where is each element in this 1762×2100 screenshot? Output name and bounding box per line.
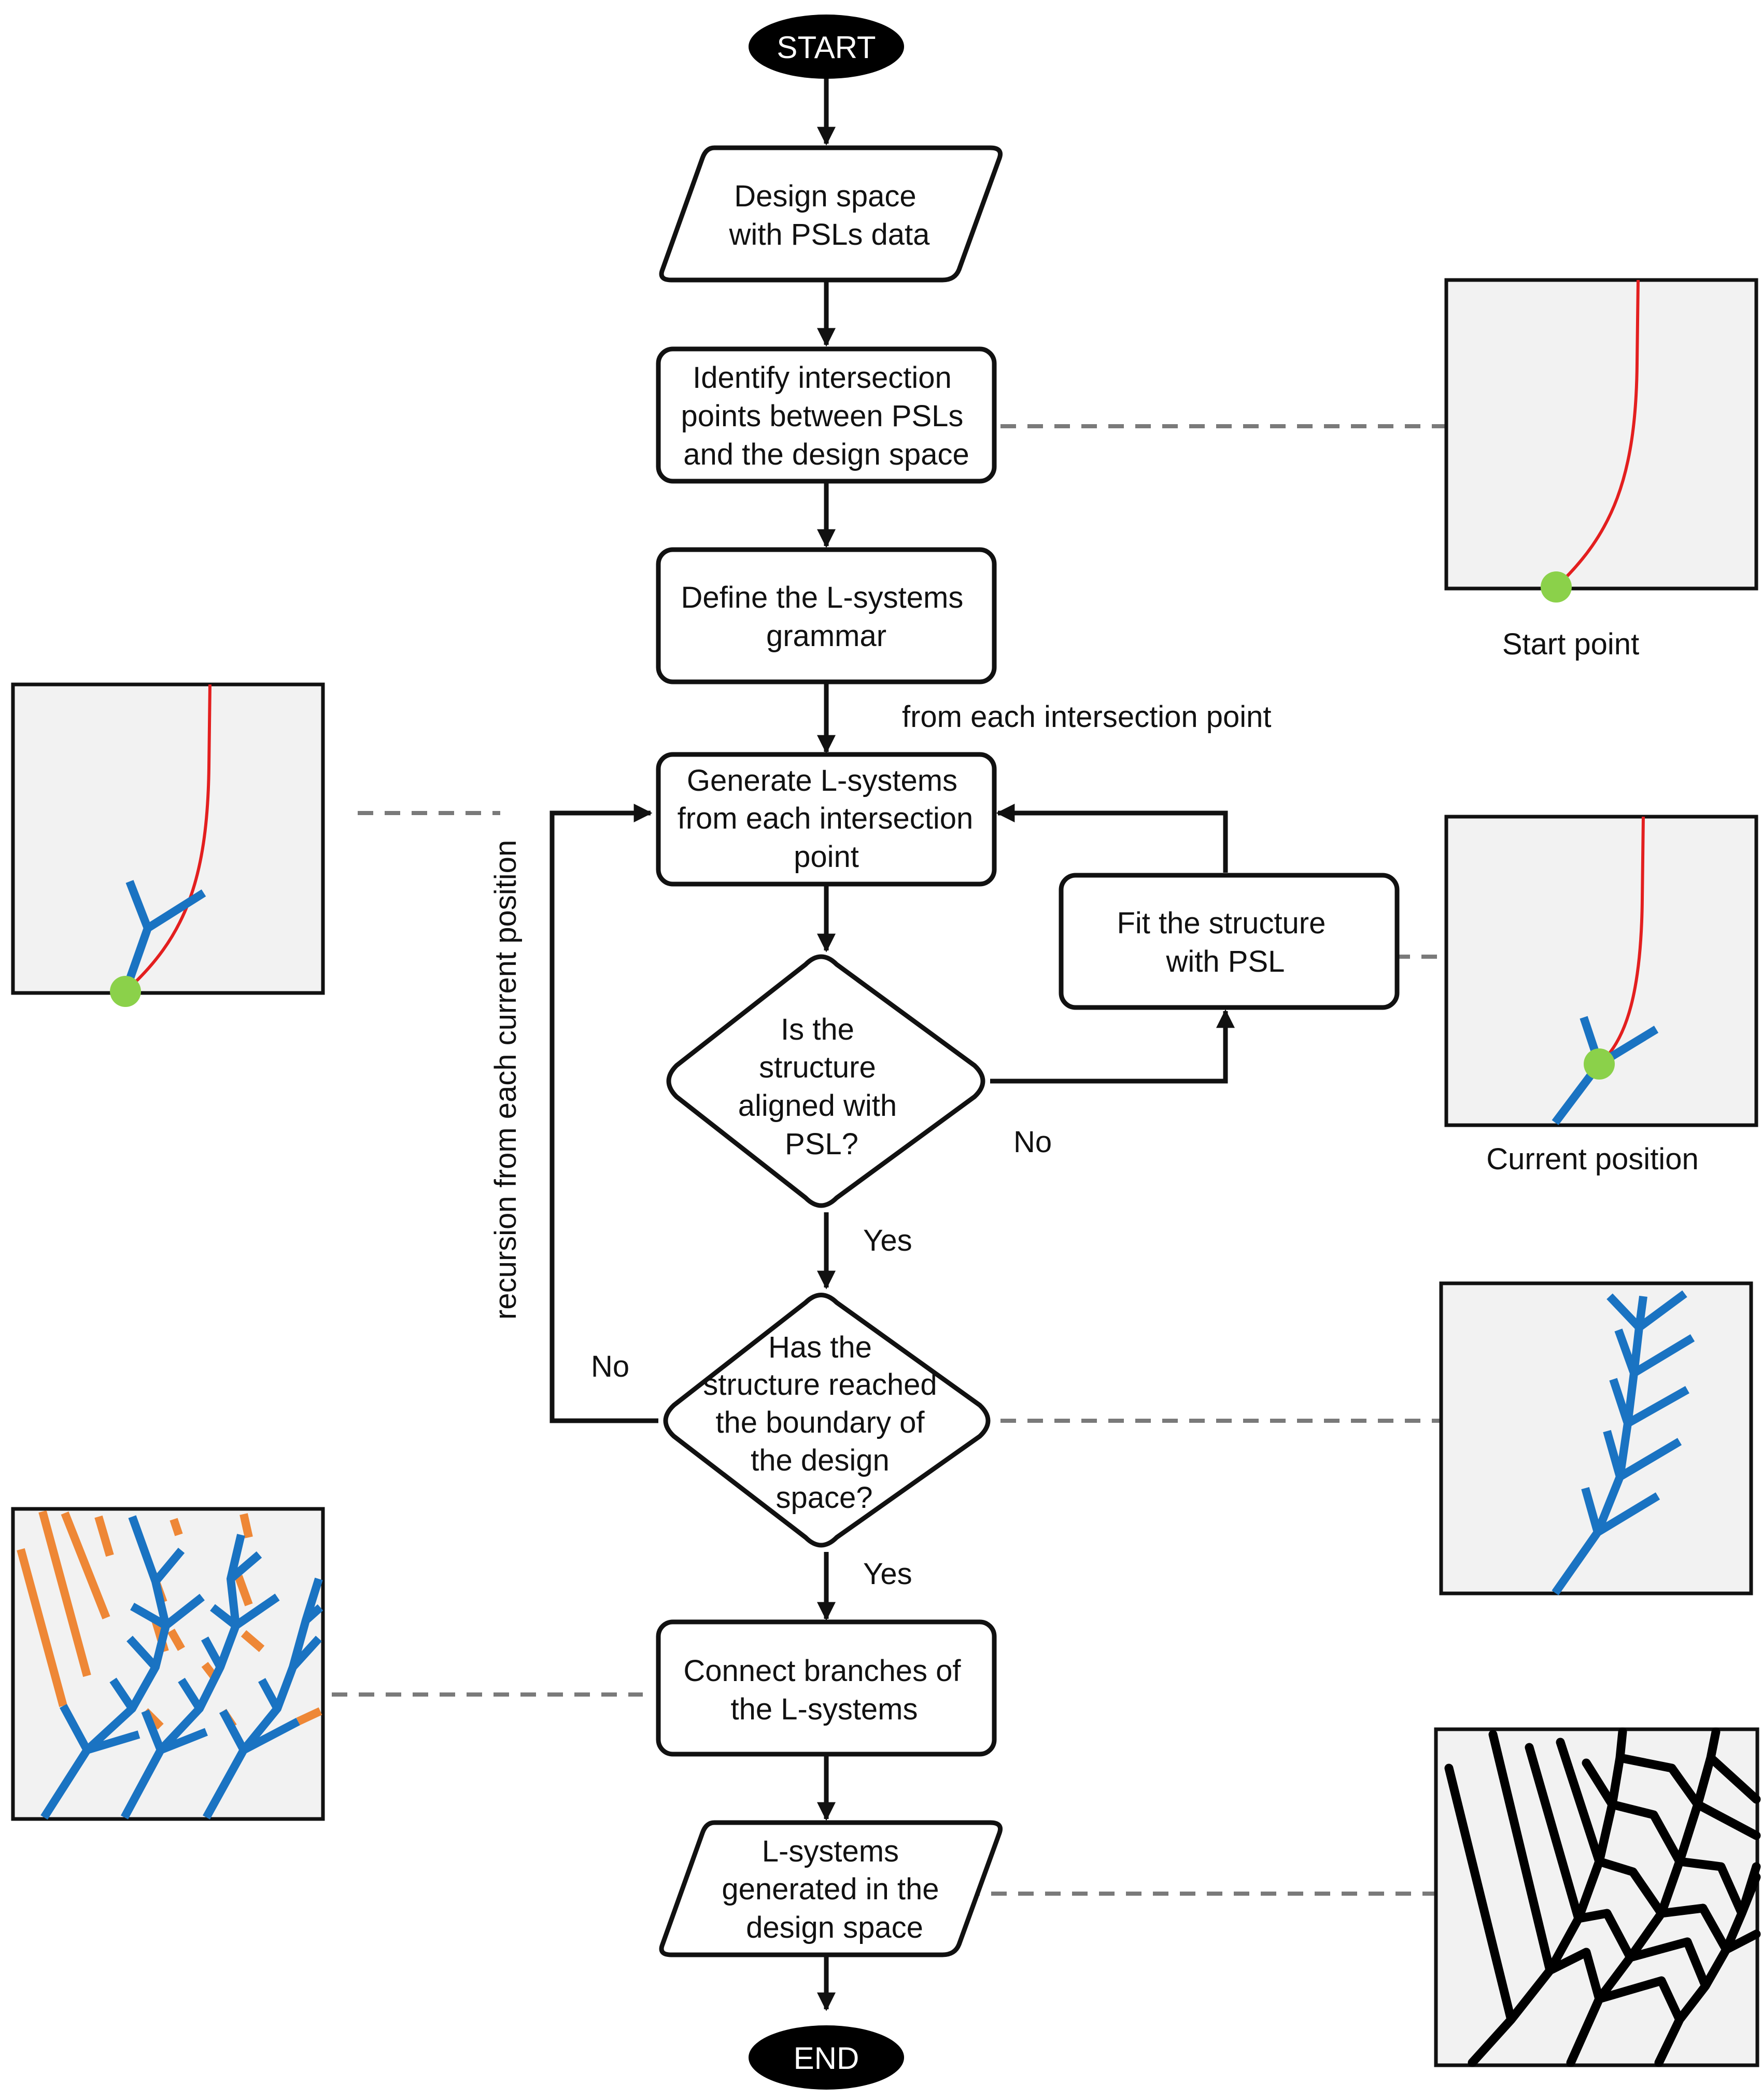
edge-fit-to-generate — [996, 804, 1228, 873]
end-label: END — [794, 2041, 859, 2076]
connect-label: Connect branches of the L-systems — [683, 1654, 969, 1726]
fit-process-box — [1059, 873, 1400, 1010]
node-design-space: Design space with PSLs data — [659, 145, 1003, 283]
identify-process-box — [656, 346, 997, 484]
start-label: START — [777, 30, 876, 65]
node-boundary-decision: Has the structure reached the boundary o… — [663, 1293, 991, 1548]
recursion-label: recursion from each current position — [489, 840, 523, 1320]
panel-first-step — [11, 682, 325, 1007]
panel-connected-branches — [11, 1507, 325, 1821]
node-aligned-decision: Is the structure aligned with PSL? — [666, 954, 985, 1208]
define-process-box — [656, 547, 997, 684]
panel-start-point: Start point — [1444, 278, 1758, 661]
boundary-label: Has the structure reached the boundary o… — [703, 1331, 945, 1515]
generated-label: L-systems generated in the design space — [722, 1835, 947, 1944]
node-end: END — [749, 2025, 904, 2090]
node-identify: Identify intersection points between PSL… — [656, 346, 997, 484]
design-space-label: Design space with PSLs data — [729, 179, 931, 251]
connected-tree-branches — [40, 1515, 323, 1820]
panel-grown-tree — [1439, 1281, 1753, 1595]
flow-edges — [549, 78, 1235, 2011]
aligned-no-label: No — [1013, 1125, 1052, 1159]
panel-final-structure — [1434, 1727, 1761, 2067]
boundary-diamond — [663, 1293, 991, 1548]
node-generated: L-systems generated in the design space — [659, 1820, 1003, 1957]
node-generate: Generate L-systems from each intersectio… — [656, 752, 997, 887]
aligned-label: Is the structure aligned with PSL? — [738, 1013, 905, 1161]
fit-label: Fit the structure with PSL — [1117, 906, 1334, 978]
panel-start-point-frame — [1444, 278, 1758, 591]
node-connect: Connect branches of the L-systems — [656, 1619, 997, 1757]
from-each-intersection-label: from each intersection point — [902, 700, 1271, 734]
grown-tree-branches — [1552, 1290, 1695, 1595]
generated-parallelogram — [659, 1820, 1003, 1957]
psl-curve — [1555, 279, 1640, 589]
node-fit: Fit the structure with PSL — [1059, 873, 1400, 1010]
end-terminal-shape — [749, 2025, 904, 2090]
psl-curve — [1598, 816, 1645, 1066]
generate-process-box — [656, 752, 997, 887]
panel-current-position: Current position — [1444, 815, 1758, 1176]
generate-label: Generate L-systems from each intersectio… — [678, 764, 982, 874]
node-start: START — [749, 15, 904, 79]
boundary-yes-label: Yes — [863, 1557, 912, 1591]
boundary-no-label: No — [591, 1350, 629, 1383]
aligned-diamond — [666, 954, 985, 1208]
current-position-caption: Current position — [1486, 1142, 1698, 1176]
final-structure-lines — [1444, 1727, 1761, 2067]
identify-label: Identify intersection points between PSL… — [681, 361, 971, 471]
panel-grown-tree-frame — [1439, 1281, 1753, 1595]
node-define: Define the L-systems grammar — [656, 547, 997, 684]
start-point-marker — [110, 976, 141, 1007]
dashed-connectors — [332, 424, 1446, 1896]
edge-aligned-no-to-fit — [990, 1009, 1235, 1084]
design-space-parallelogram — [659, 145, 1003, 283]
start-terminal-shape — [749, 15, 904, 79]
define-label: Define the L-systems grammar — [681, 581, 972, 653]
start-point-caption: Start point — [1502, 627, 1639, 661]
connect-process-box — [656, 1619, 997, 1757]
start-point-marker — [1541, 571, 1572, 603]
current-position-marker — [1584, 1048, 1615, 1080]
panel-first-step-frame — [11, 682, 325, 995]
panel-connected-branches-frame — [11, 1507, 325, 1821]
aligned-yes-label: Yes — [863, 1224, 912, 1257]
edge-boundary-no-recursion — [549, 804, 658, 1423]
